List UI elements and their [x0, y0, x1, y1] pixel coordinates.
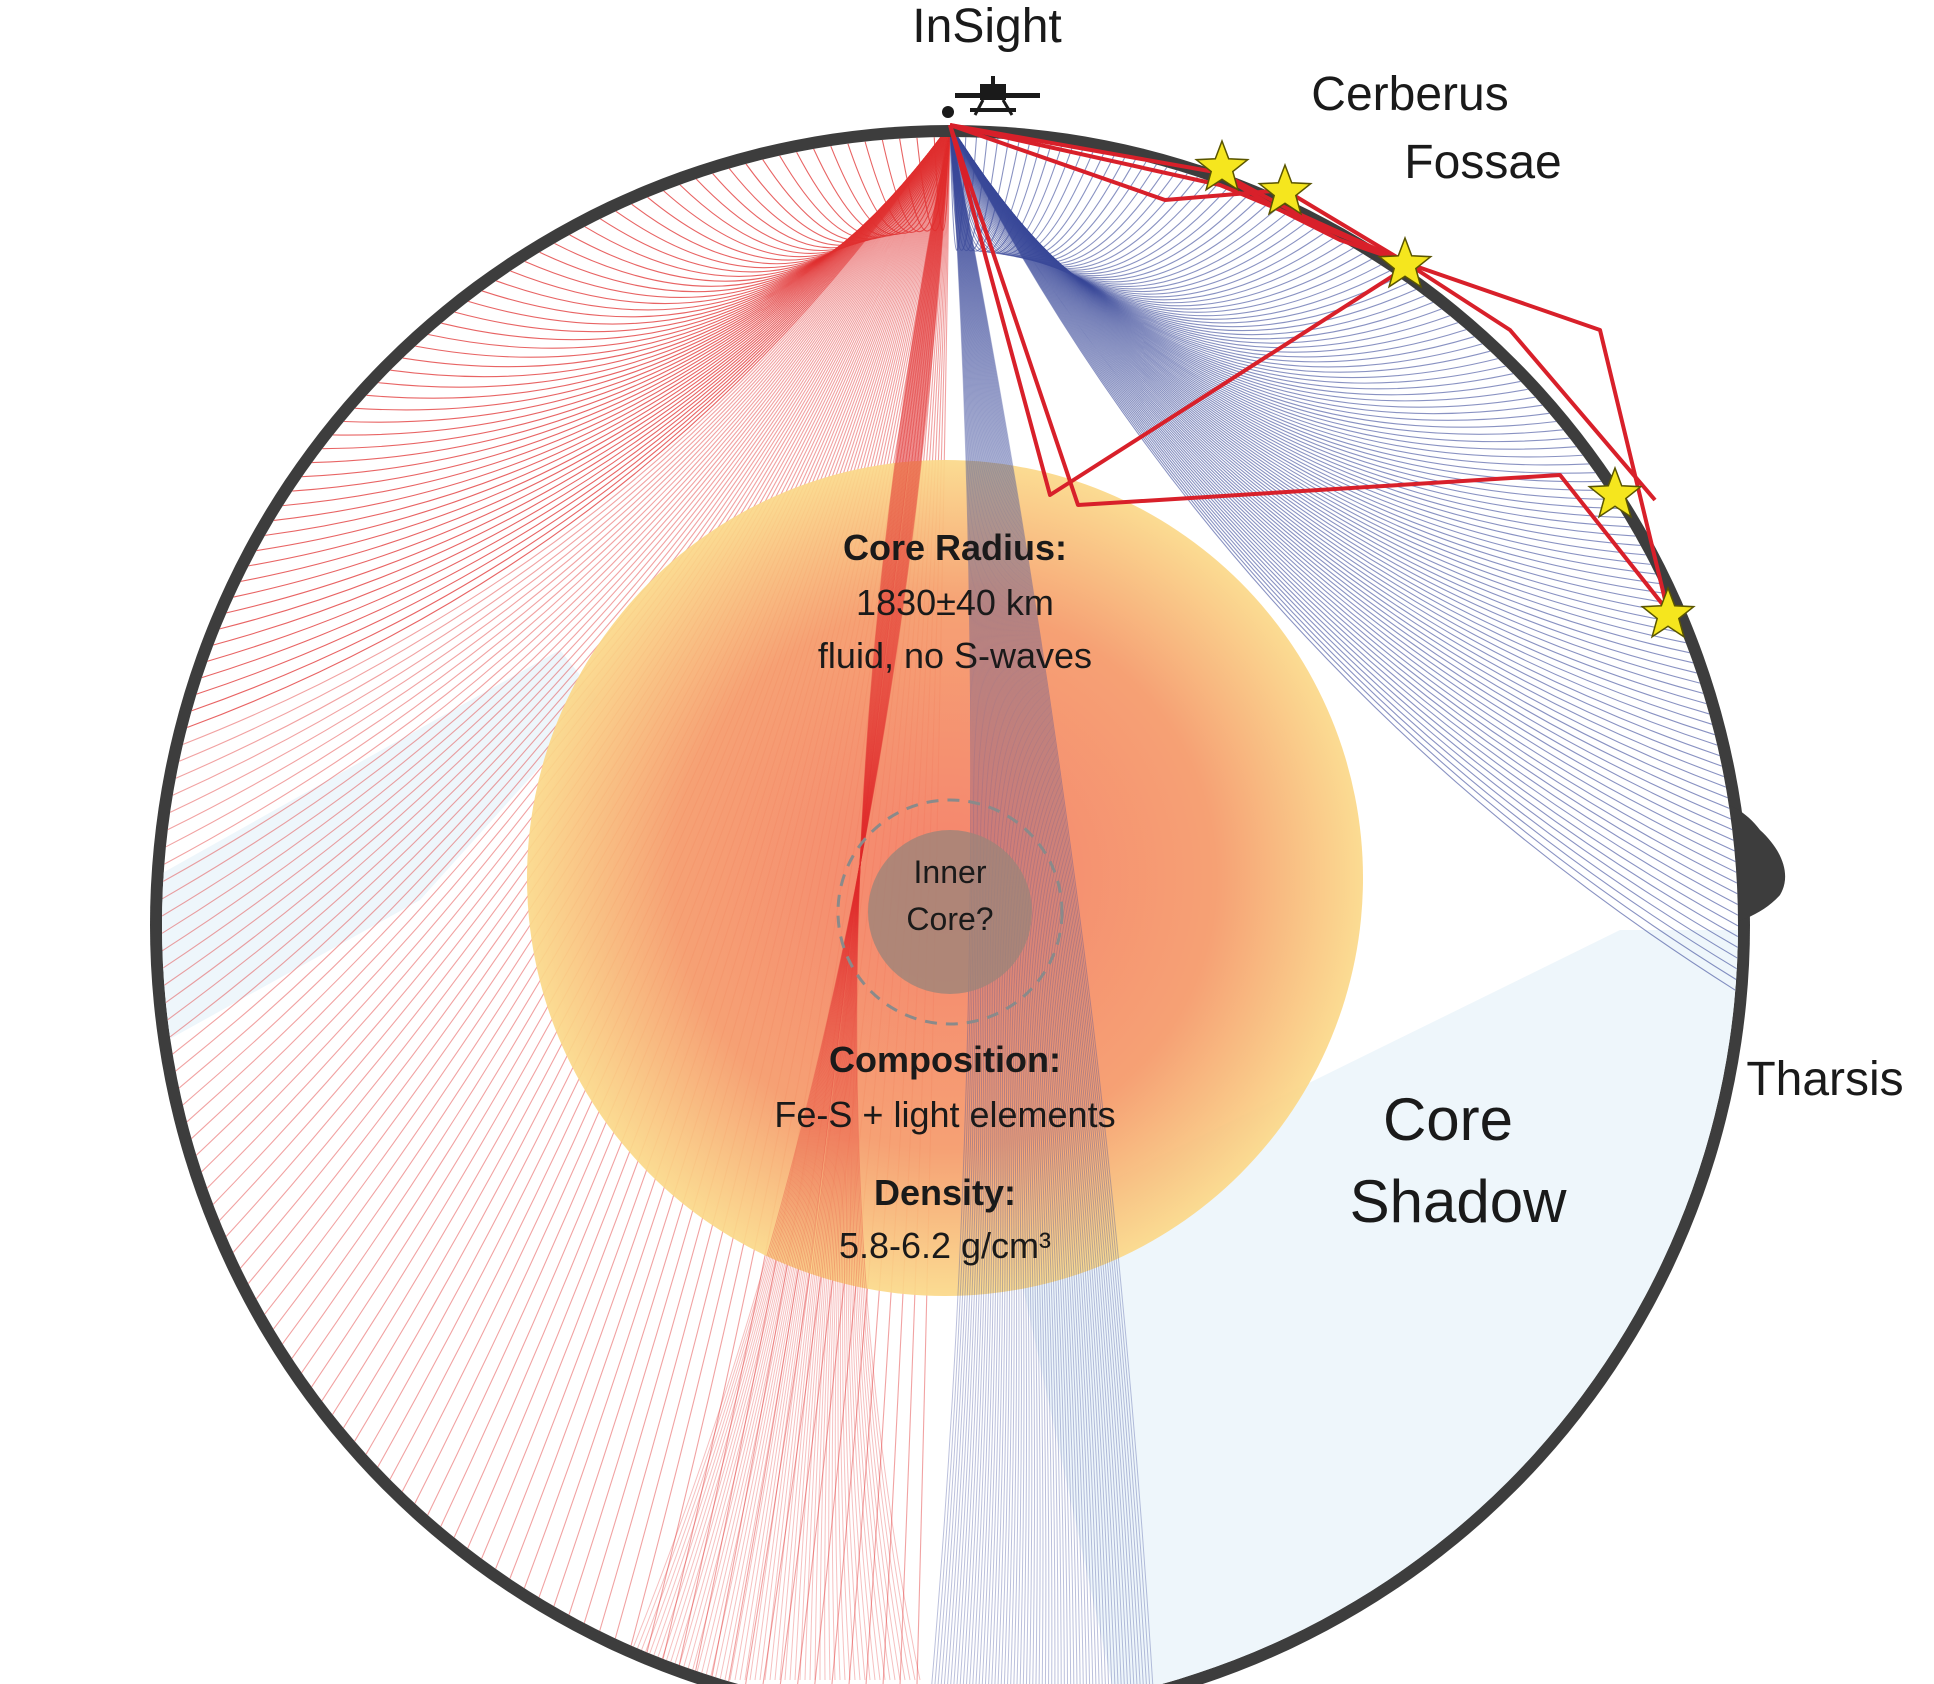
density-value: 5.8-6.2 g/cm³: [839, 1225, 1051, 1266]
core-radius-heading: Core Radius:: [843, 527, 1067, 568]
core-shadow-label-line1: Core: [1383, 1086, 1513, 1153]
left-shadow-zone: [162, 650, 600, 1050]
composition-heading: Composition:: [829, 1039, 1061, 1080]
core-radius-note: fluid, no S-waves: [818, 635, 1092, 676]
core-radius-value: 1830±40 km: [856, 582, 1054, 623]
inner-core-boundary: [836, 798, 1064, 1026]
inner-core: [868, 830, 1032, 994]
marsquake-star-icon: [1640, 585, 1696, 639]
insight-lander-icon: [942, 76, 1040, 118]
density-heading: Density:: [874, 1172, 1016, 1213]
inner-core-label-line2: Core?: [906, 901, 993, 937]
s-wave-ray-paths: [949, 137, 1738, 991]
marsquake-star-icon: [1587, 465, 1643, 519]
composition-value: Fe-S + light elements: [774, 1094, 1115, 1135]
marsquake-star-icon: [1257, 162, 1313, 216]
cerberus-label-line2: Fossae: [1404, 136, 1561, 189]
core-shadow-label-line2: Shadow: [1350, 1168, 1567, 1235]
marsquake-star-icon: [1377, 235, 1433, 289]
marsquake-star-icon: [1194, 138, 1250, 192]
cerberus-label-line1: Cerberus: [1311, 68, 1508, 121]
marsquake-events: [1194, 138, 1696, 639]
tharsis-label: Tharsis: [1746, 1053, 1903, 1106]
insight-label: InSight: [912, 0, 1061, 53]
inner-core-label-line1: Inner: [914, 854, 987, 890]
